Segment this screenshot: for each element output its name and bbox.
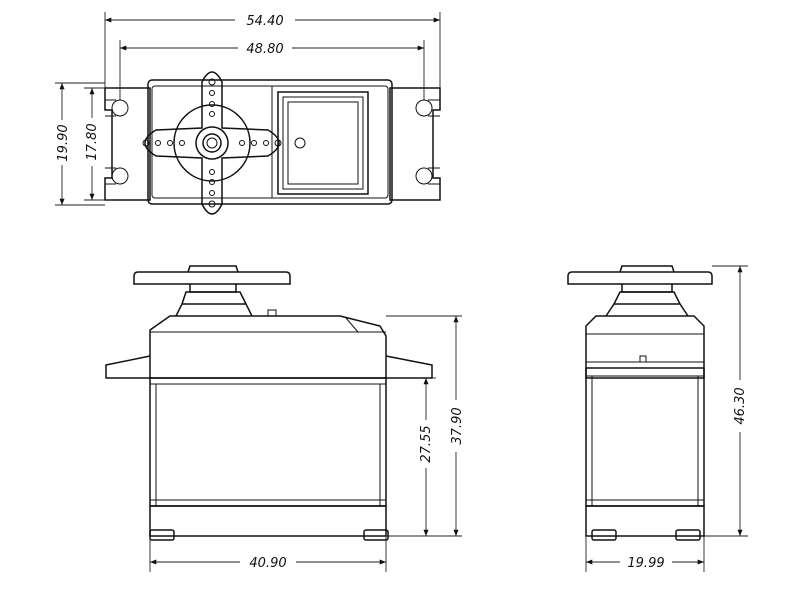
mount-hole-tr xyxy=(415,99,433,117)
label-recess xyxy=(277,91,369,195)
front-horn xyxy=(133,271,291,285)
top-case xyxy=(147,79,393,205)
dim-top-width-overall: 54.40 xyxy=(246,14,283,29)
gear-boss xyxy=(173,104,251,182)
mount-hole-tl xyxy=(111,99,129,117)
mount-hole-br xyxy=(415,167,433,185)
right-flange xyxy=(389,87,441,201)
front-flange-right xyxy=(385,355,433,379)
side-base xyxy=(585,505,705,537)
front-flange-left xyxy=(105,355,151,379)
dim-top-height-overall: 19.90 xyxy=(56,124,71,161)
left-flange xyxy=(104,87,151,201)
dim-front-total-height: 37.90 xyxy=(450,407,465,444)
side-view: 19.99 46.30 xyxy=(567,265,748,572)
mount-hole-bl xyxy=(111,167,129,185)
dim-front-body-width: 40.90 xyxy=(249,556,286,571)
front-view: 40.90 27.55 37.90 xyxy=(105,265,465,572)
side-case-body xyxy=(585,367,705,507)
top-view: 54.40 48.80 19.90 17.80 xyxy=(55,12,441,215)
dim-top-width-holes: 48.80 xyxy=(246,42,283,57)
servo-horn xyxy=(144,71,280,215)
front-case-body xyxy=(149,377,387,507)
front-case-top xyxy=(149,315,387,379)
dim-top-height-holes: 17.80 xyxy=(85,123,100,160)
front-base xyxy=(149,505,387,537)
dim-front-body-height: 27.55 xyxy=(419,425,434,462)
side-horn xyxy=(567,271,713,285)
dim-side-body-width: 19.99 xyxy=(627,556,664,571)
dim-side-total-height: 46.30 xyxy=(733,387,748,424)
